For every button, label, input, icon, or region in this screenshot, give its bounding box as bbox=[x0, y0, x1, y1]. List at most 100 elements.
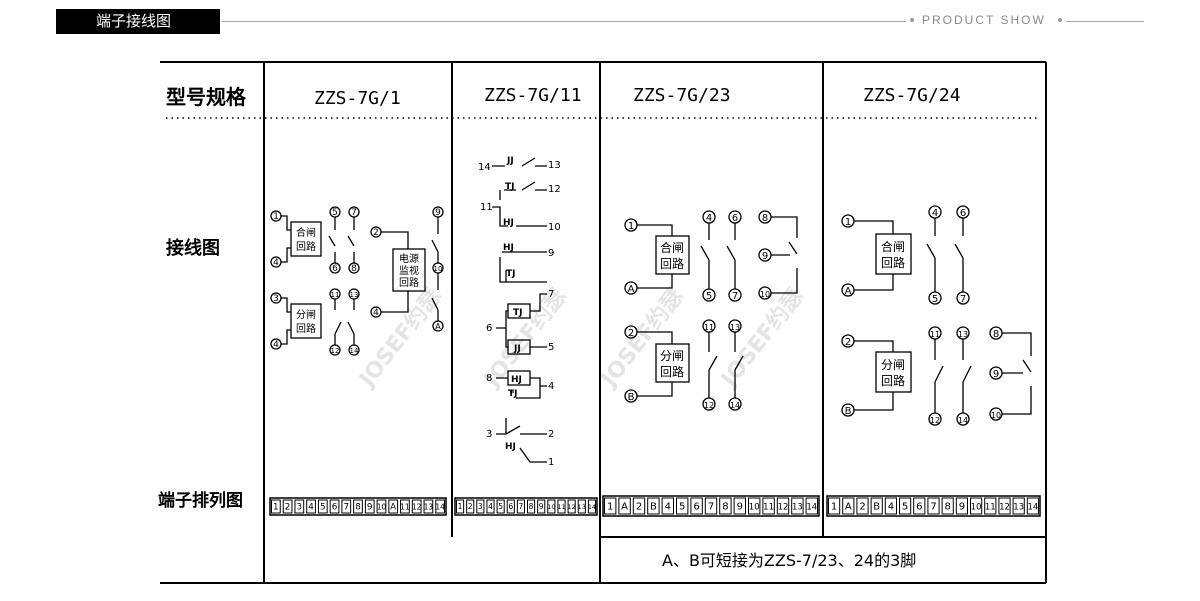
wiring-diagram-model-3 bbox=[624, 210, 798, 411]
svg-text:9: 9 bbox=[548, 248, 554, 259]
terminal-cell bbox=[984, 497, 997, 515]
terminal-cell bbox=[690, 497, 703, 515]
svg-text:4: 4 bbox=[273, 258, 279, 268]
svg-text:监视: 监视 bbox=[399, 264, 419, 277]
svg-text:9: 9 bbox=[435, 208, 441, 218]
svg-text:HJ: HJ bbox=[511, 375, 522, 385]
model-name-2: ZZS-7G/11 bbox=[484, 85, 582, 106]
terminal-cell-label: 11 bbox=[557, 503, 565, 511]
terminal-cell bbox=[955, 497, 968, 515]
svg-text:B: B bbox=[845, 406, 852, 417]
terminal-cell-label: 12 bbox=[999, 503, 1010, 513]
terminal-cell bbox=[884, 497, 897, 515]
terminal-cell bbox=[704, 497, 718, 515]
terminal-cell-label: B bbox=[873, 502, 880, 513]
terminal-cell-label: 14 bbox=[435, 503, 445, 512]
terminal-cell-label: 7 bbox=[343, 503, 349, 513]
svg-text:2: 2 bbox=[628, 328, 634, 339]
trip-circuit-box bbox=[290, 303, 322, 339]
power-monitor-box bbox=[392, 248, 426, 292]
terminal-cell bbox=[496, 499, 505, 514]
terminal-cell bbox=[913, 497, 926, 515]
svg-text:1: 1 bbox=[628, 221, 634, 232]
header-divider-right bbox=[1066, 21, 1144, 22]
svg-text:9: 9 bbox=[993, 369, 999, 380]
svg-text:1: 1 bbox=[845, 217, 851, 228]
terminal-cell-label: 7 bbox=[708, 502, 714, 513]
terminal-cell bbox=[998, 497, 1011, 515]
terminal-cell-label: 10 bbox=[547, 503, 555, 511]
terminal-cell-label: 2 bbox=[859, 502, 865, 513]
model-2-terminal-numbers: 14 13 12 11 10 9 7 6 5 8 4 3 2 1 bbox=[478, 160, 561, 468]
terminal-cell bbox=[842, 497, 855, 515]
terminal-row-frame bbox=[602, 495, 820, 517]
terminal-cell-label: 1 bbox=[458, 502, 463, 511]
svg-text:回路: 回路 bbox=[399, 276, 419, 289]
model-4-box-labels: 合闸 回路 分闸 回路 bbox=[881, 239, 905, 388]
terminal-cell-label: 10 bbox=[971, 503, 982, 513]
close-circuit-box bbox=[290, 221, 322, 257]
svg-text:回路: 回路 bbox=[296, 240, 316, 253]
row-label-wiring: 接线图 bbox=[166, 237, 220, 259]
terminal-cell bbox=[618, 497, 631, 515]
svg-text:回路: 回路 bbox=[881, 255, 905, 270]
svg-text:TJ: TJ bbox=[505, 182, 515, 192]
terminal-cell-label: 1 bbox=[831, 502, 837, 513]
svg-text:6: 6 bbox=[332, 264, 338, 274]
svg-text:A: A bbox=[845, 286, 852, 297]
terminal-cell-label: 1 bbox=[273, 503, 279, 513]
svg-text:3: 3 bbox=[273, 294, 279, 304]
wiring-diagram-model-1 bbox=[270, 206, 444, 356]
terminal-row-frame bbox=[826, 495, 1041, 517]
terminal-cell-label: 4 bbox=[308, 503, 314, 513]
svg-text:12: 12 bbox=[548, 184, 561, 195]
svg-text:HJ: HJ bbox=[503, 243, 514, 253]
terminal-row-frame bbox=[269, 497, 447, 516]
terminal-cell-label: 7 bbox=[930, 502, 936, 513]
terminal-cell bbox=[661, 497, 674, 515]
terminal-cell bbox=[1012, 497, 1025, 515]
terminal-cell-label: 6 bbox=[916, 502, 922, 513]
svg-text:2: 2 bbox=[373, 228, 379, 238]
terminal-cell-label: 11 bbox=[400, 503, 410, 512]
svg-text:5: 5 bbox=[548, 342, 554, 353]
terminal-cell bbox=[476, 499, 485, 514]
svg-text:9: 9 bbox=[762, 251, 768, 262]
terminal-cell-label: 12 bbox=[568, 503, 576, 511]
svg-text:TJ: TJ bbox=[508, 389, 518, 399]
svg-text:分闸: 分闸 bbox=[296, 308, 316, 321]
terminal-cell bbox=[306, 499, 316, 514]
terminal-cell bbox=[506, 499, 515, 514]
note-text: A、B可短接为ZZS-7/23、24的3脚 bbox=[662, 551, 916, 570]
terminal-cell-label: 12 bbox=[412, 503, 422, 512]
svg-text:8: 8 bbox=[351, 264, 357, 274]
svg-text:13: 13 bbox=[958, 330, 968, 339]
terminal-cell-label: 4 bbox=[665, 502, 671, 513]
svg-text:13: 13 bbox=[730, 323, 740, 332]
terminal-cell bbox=[547, 499, 556, 514]
svg-text:4: 4 bbox=[548, 381, 554, 392]
svg-text:回路: 回路 bbox=[660, 364, 684, 379]
section-title-bar: 端子接线图 bbox=[56, 9, 220, 34]
svg-text:5: 5 bbox=[332, 208, 338, 218]
svg-text:6: 6 bbox=[960, 208, 966, 219]
terminal-cell bbox=[719, 497, 732, 515]
terminal-cell bbox=[1026, 497, 1040, 515]
svg-text:11: 11 bbox=[480, 202, 493, 213]
terminal-cell-label: 6 bbox=[332, 503, 338, 513]
section-title: 端子接线图 bbox=[96, 12, 172, 30]
terminal-cell bbox=[748, 497, 761, 515]
svg-text:回路: 回路 bbox=[296, 322, 316, 335]
terminal-cell-label: 8 bbox=[529, 502, 534, 511]
header-divider-left bbox=[222, 21, 906, 22]
svg-text:JOSEF约瑟: JOSEF约瑟 bbox=[715, 284, 809, 394]
svg-text:1: 1 bbox=[273, 212, 279, 222]
terminal-cell-label: A bbox=[621, 502, 628, 513]
terminal-cell bbox=[604, 497, 617, 515]
svg-text:JJ: JJ bbox=[506, 156, 514, 166]
terminal-cell bbox=[376, 499, 387, 514]
terminal-cell bbox=[411, 499, 422, 514]
terminal-cell-label: 5 bbox=[498, 502, 503, 511]
